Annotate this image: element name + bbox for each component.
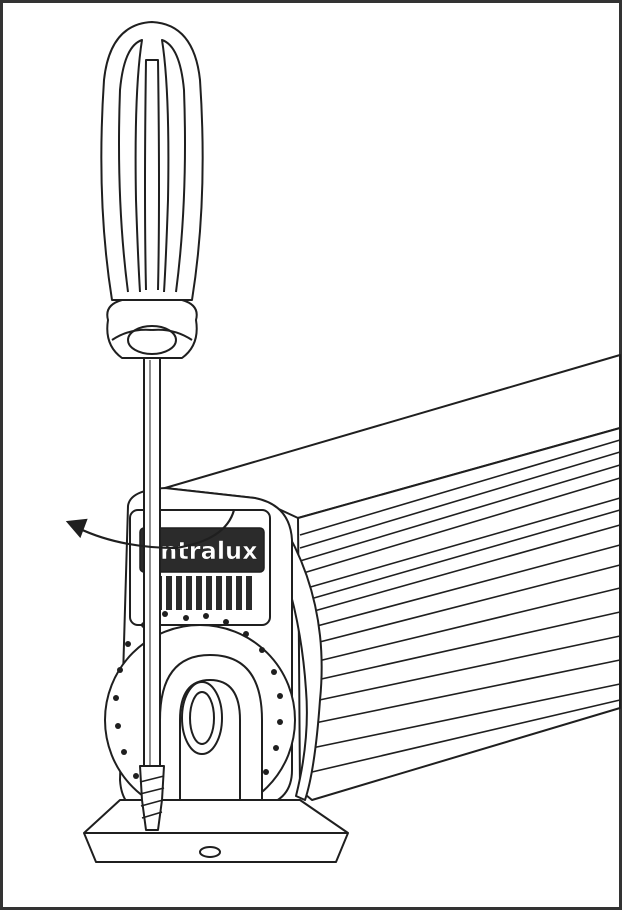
screwdriver-icon [100,21,204,831]
flange-holes [113,611,283,779]
vent-slots [146,576,252,610]
screwdriver-shaft [143,357,161,769]
screwdriver-handle [100,21,204,301]
screw-thread [139,775,165,819]
foot-screw-hole [199,846,221,858]
end-cap-ring [267,519,323,801]
handle-groove-2 [161,39,186,293]
handle-groove-1 [118,39,143,293]
housing-ribs [299,439,621,773]
oval-window [181,681,223,755]
rotate-arrow-icon [65,509,236,550]
oval-window-inner [189,691,215,745]
handle-groove-3 [144,59,160,291]
brand-label: intralux [152,537,258,565]
luminaire-housing [83,354,621,863]
logo-badge [139,527,265,573]
